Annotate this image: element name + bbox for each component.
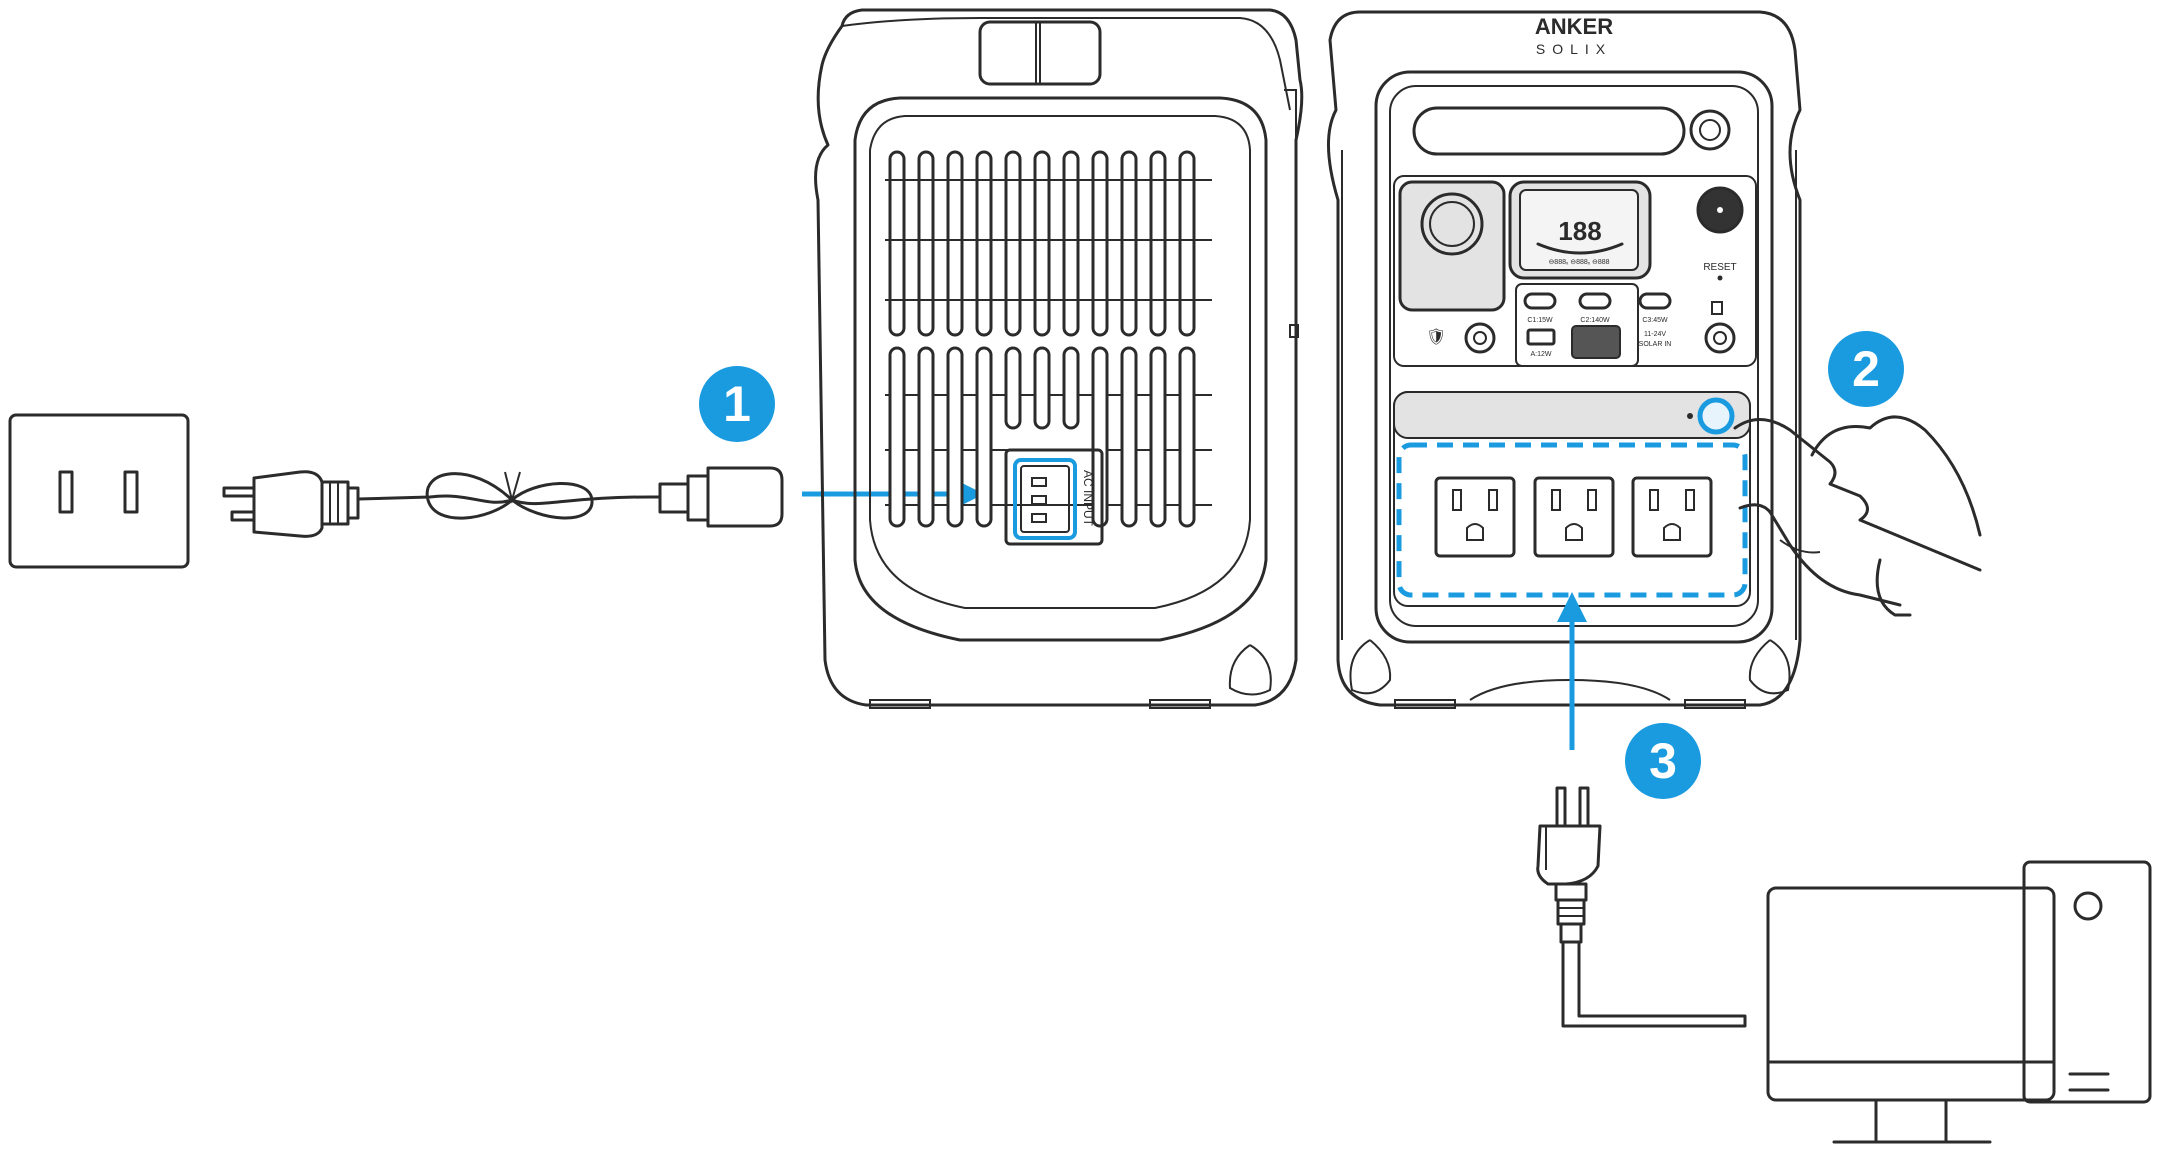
reset-label: RESET [1703, 262, 1736, 273]
step-badge-2: 2 [1828, 331, 1904, 407]
step-number: 2 [1852, 341, 1880, 397]
ac-input-label: AC INPUT [1081, 470, 1095, 527]
hand-pressing-icon [1733, 415, 1982, 617]
step-badge-1: 1 [699, 366, 775, 442]
vent-slot [1149, 150, 1167, 337]
port-c1-label: C1:15W [1527, 317, 1553, 324]
vent-slot [917, 346, 935, 528]
desktop-computer-icon [1766, 860, 2152, 1144]
vent-slot [1033, 346, 1051, 430]
svg-text:🛡: 🛡 [1426, 328, 1446, 346]
solar-in-line1: 11-24V [1644, 331, 1666, 338]
power-station-front-view: ANKER SOLIX 🛡 188 ⊖888ₓ ⊖888ₓ ⊖888 RESET [1327, 10, 1802, 709]
vent-slot [1033, 150, 1051, 337]
brand-name: ANKER [1535, 14, 1613, 39]
brand-subname: SOLIX [1536, 41, 1612, 57]
port-c2-label: C2:140W [1580, 317, 1610, 324]
display-digits: 188 [1558, 216, 1601, 246]
step-badge-3: 3 [1625, 723, 1701, 799]
vent-slot [1062, 346, 1080, 430]
step-number: 3 [1649, 733, 1677, 789]
wall-outlet-icon [8, 413, 190, 569]
ac-outlet[interactable] [1434, 476, 1516, 558]
port-a-label: A:12W [1530, 351, 1551, 358]
solar-in-line2: SOLAR IN [1639, 341, 1672, 348]
display-row: ⊖888ₓ ⊖888ₓ ⊖888 [1548, 259, 1609, 266]
vent-slot [917, 150, 935, 337]
vent-slot [946, 150, 964, 337]
vent-slot [888, 346, 906, 528]
vent-slot [1120, 346, 1138, 528]
three-prong-plug-icon [1536, 786, 1747, 1028]
vent-slot [975, 346, 993, 528]
vent-slot [1149, 346, 1167, 528]
vent-slot [946, 346, 964, 528]
vent-slot [1004, 150, 1022, 337]
ac-charging-cable-icon [222, 466, 784, 538]
vent-slot [1178, 150, 1196, 337]
ac-outlet[interactable] [1533, 476, 1615, 558]
vent-slot [1091, 150, 1109, 337]
step-number: 1 [723, 376, 751, 432]
vent-slot [1004, 346, 1022, 430]
port-c3-label: C3:45W [1642, 317, 1668, 324]
vent-slot [1062, 150, 1080, 337]
vent-slot [975, 150, 993, 337]
vent-slot [1120, 150, 1138, 337]
vent-slot [888, 150, 906, 337]
vent-slot [1178, 346, 1196, 528]
power-station-side-view: AC INPUT [814, 8, 1304, 709]
ac-outlet[interactable] [1631, 476, 1713, 558]
